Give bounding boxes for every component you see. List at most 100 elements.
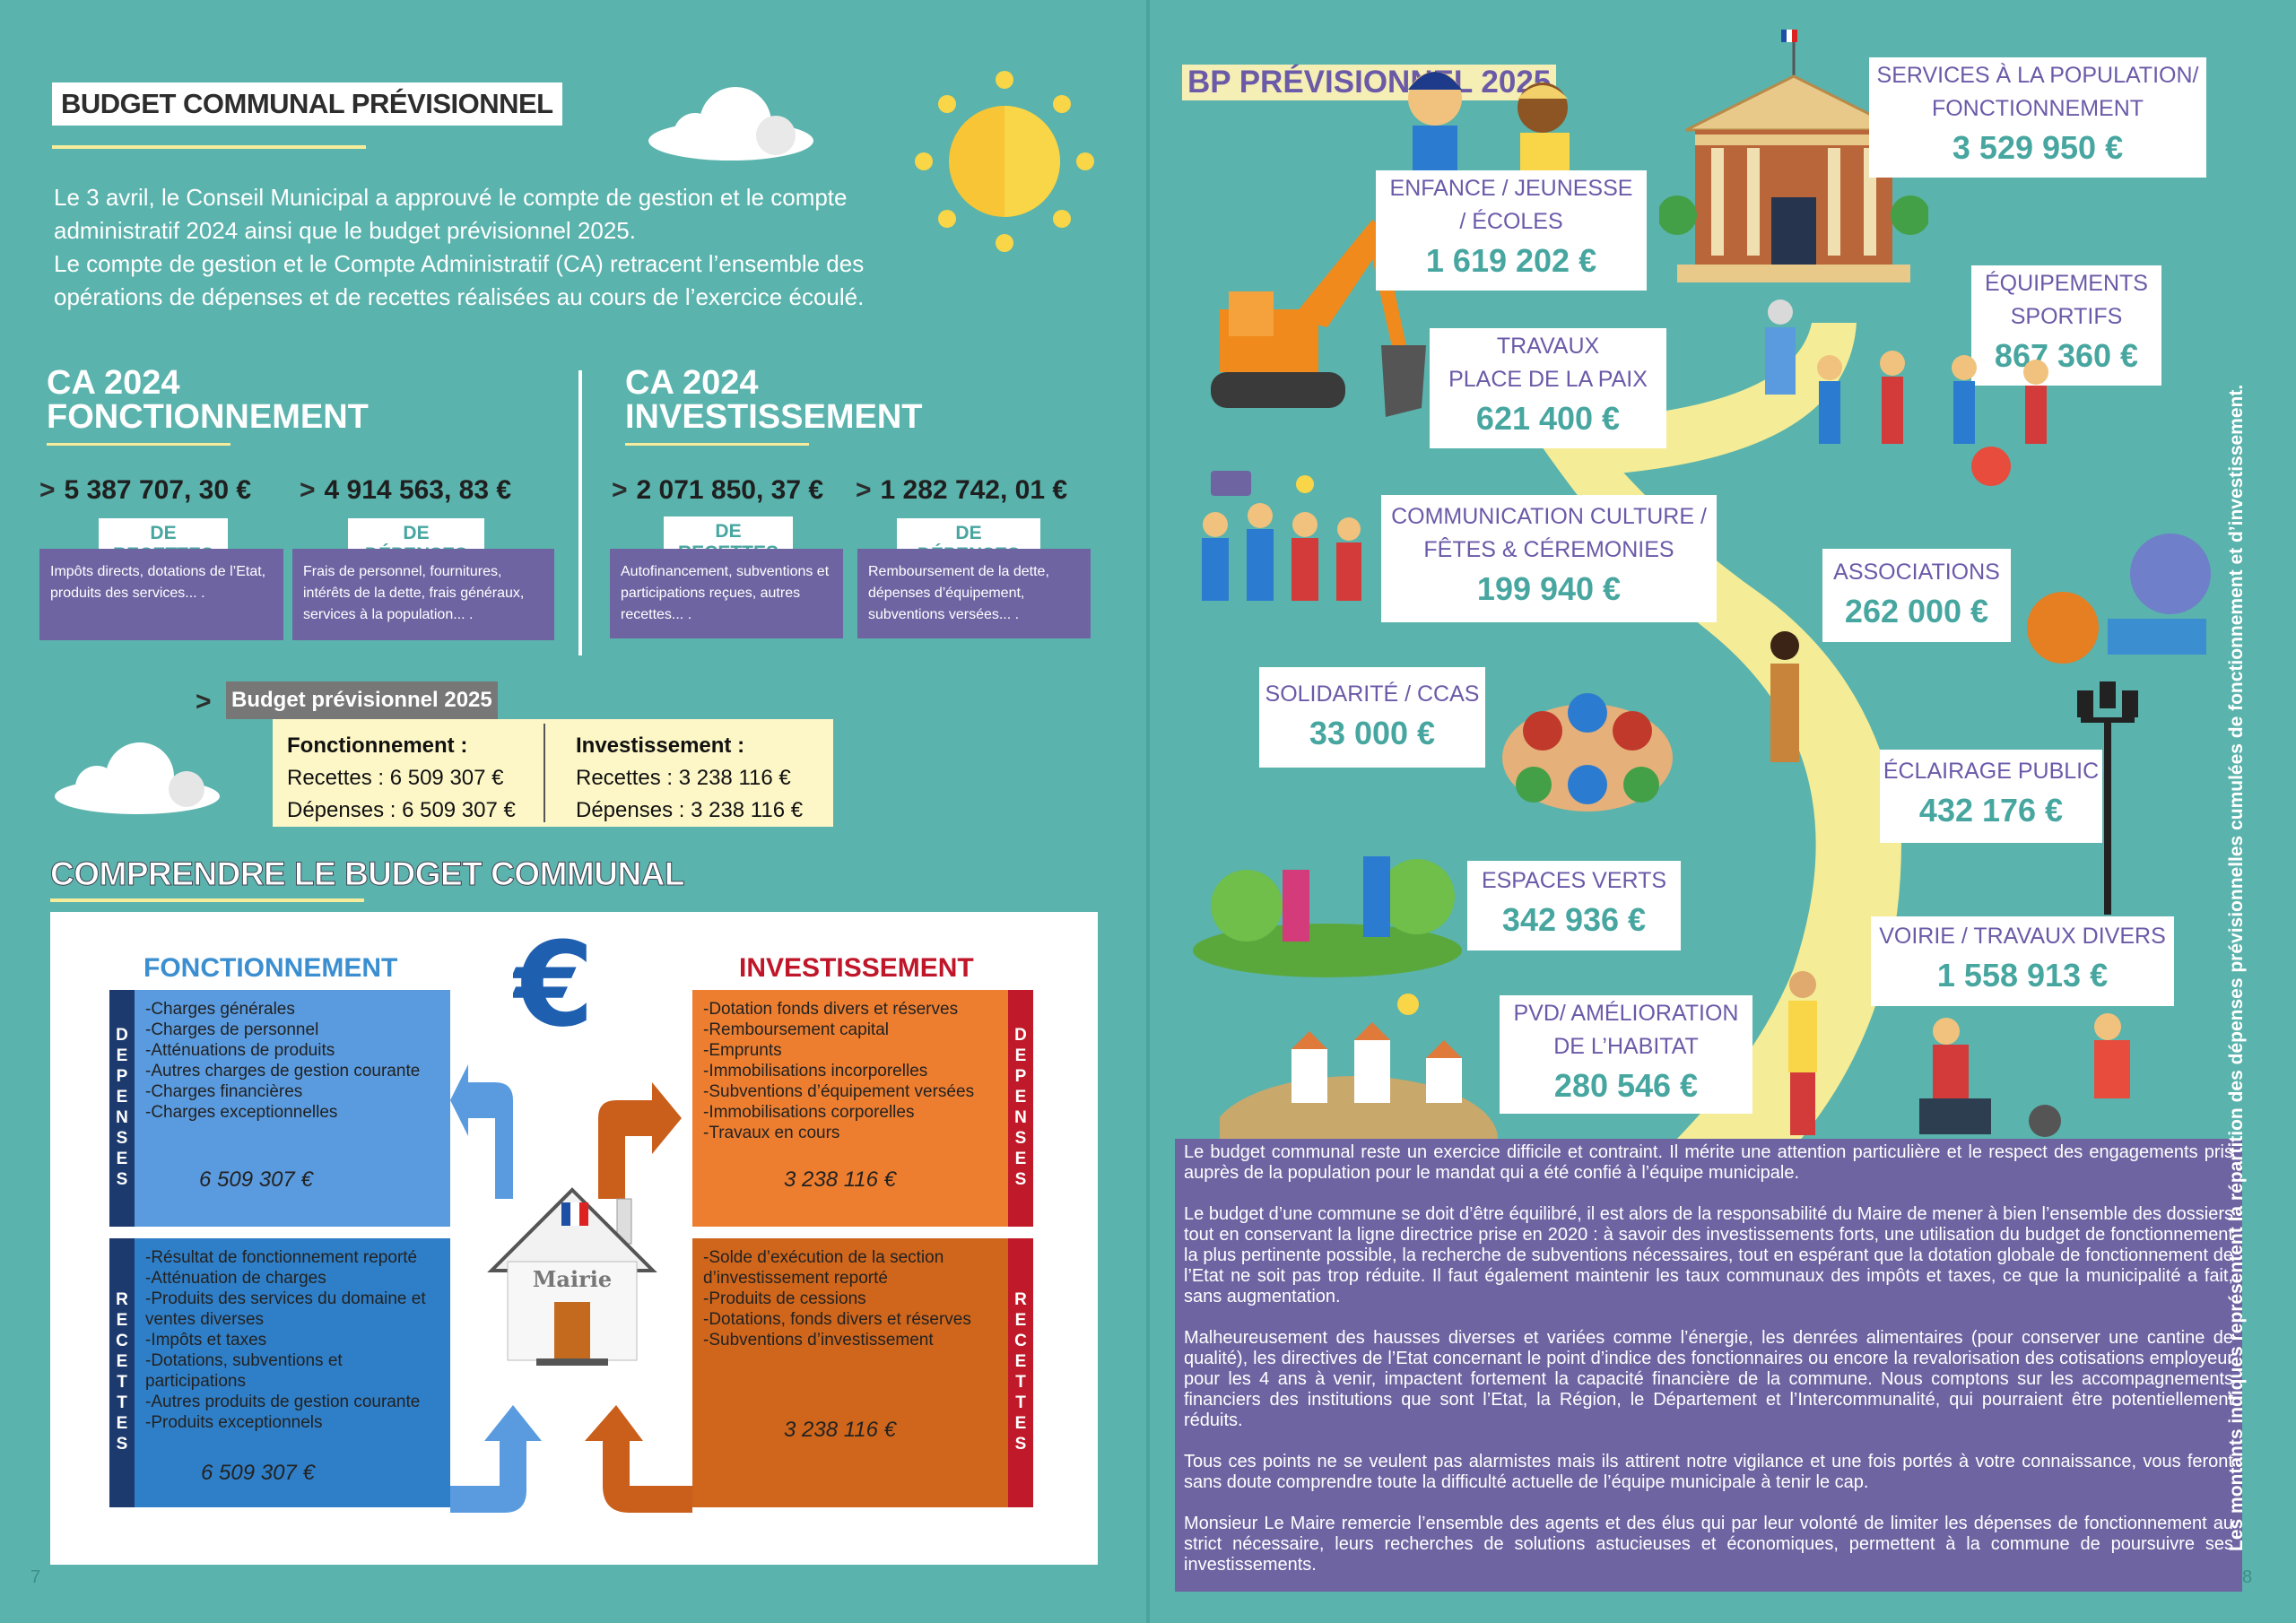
amount-value: 5 387 707, 30 € (64, 475, 252, 505)
paragraph: Monsieur Le Maire remercie l’ensemble de… (1184, 1514, 2233, 1575)
card-travaux-place-paix: TRAVAUX PLACE DE LA PAIX 621 400 € (1430, 328, 1666, 448)
list-item: -Atténuations de produits (145, 1041, 335, 1060)
budget-diagram: FONCTIONNEMENT INVESTISSEMENT € DEPENSES… (50, 912, 1098, 1565)
vbar-text: RECETTES (112, 1290, 132, 1455)
ca-fonct-depenses-amount: >4 914 563, 83 € (300, 475, 511, 506)
list-item: -Dotations, subventions et participation… (145, 1351, 343, 1391)
budget-explanation: Le budget communal reste un exercice dif… (1175, 1139, 2242, 1592)
card-amount: 1 558 913 € (1936, 957, 2109, 994)
bp2025-invest: Investissement : Recettes : 3 238 116 € … (576, 730, 803, 827)
fonct-depenses-total: 6 509 307 € (199, 1167, 313, 1192)
ca-invest-recettes-desc: Autofinancement, subventions et particip… (610, 549, 843, 638)
card-solidarite-ccas: SOLIDARITÉ / CCAS 33 000 € (1259, 667, 1485, 768)
list-item: -Emprunts (703, 1041, 782, 1060)
person-walking-icon (1770, 631, 1799, 762)
ca-fonct-heading: CA 2024 FONCTIONNEMENT (47, 366, 369, 434)
card-label: ÉQUIPEMENTS (1985, 271, 2148, 296)
bp2025-fonct-title: Fonctionnement : (287, 733, 468, 758)
list-item: -Charges financières (145, 1082, 303, 1101)
comprendre-heading: COMPRENDRE LE BUDGET COMMUNAL (50, 855, 685, 893)
gardening-icon (1193, 856, 1462, 977)
card-amount: 867 360 € (1994, 337, 2139, 374)
ca-fonct-heading-line2: FONCTIONNEMENT (47, 398, 369, 436)
list-item: -Immobilisations corporelles (703, 1103, 915, 1122)
ca-invest-depenses-amount: >1 282 742, 01 € (856, 475, 1067, 506)
list-item: -Produits exceptionnels (145, 1413, 323, 1432)
sports-people-icon (1817, 351, 2048, 486)
vbar-text: RECETTES (1011, 1290, 1031, 1455)
list-item: -Subventions d’investissement (703, 1331, 934, 1350)
card-label: PVD/ AMÉLIORATION (1513, 1001, 1739, 1026)
bp2025-fonct-recettes: Recettes : 6 509 307 € (287, 766, 504, 790)
list-item: -Dotations, fonds divers et réserves (703, 1310, 971, 1329)
ca-invest-heading: CA 2024 INVESTISSEMENT (625, 366, 923, 434)
associations-icon (2027, 534, 2211, 664)
side-note: Les montants indiqués représentent la ré… (2226, 384, 2247, 1551)
card-equipements-sportifs: ÉQUIPEMENTS SPORTIFS 867 360 € (1971, 265, 2161, 386)
list-item: -Impôts et taxes (145, 1331, 267, 1350)
ca-invest-underline (625, 443, 809, 446)
card-amount: 432 176 € (1918, 792, 2064, 829)
list-item: -Autres charges de gestion courante (145, 1062, 421, 1081)
invest-recettes-box: -Solde d’exécution de la section d’inves… (692, 1238, 1008, 1507)
card-espaces-verts: ESPACES VERTS 342 936 € (1467, 861, 1681, 950)
list-item: -Produits de cessions (703, 1289, 866, 1308)
page-title: BUDGET COMMUNAL PRÉVISIONNEL (52, 82, 562, 126)
title-underline (52, 145, 366, 149)
list-item: -Atténuation de charges (145, 1269, 326, 1288)
fonct-recettes-total: 6 509 307 € (201, 1461, 315, 1485)
ca-invest-heading-line2: INVESTISSEMENT (625, 398, 923, 436)
intro-line: Le 3 avril, le Conseil Municipal a appro… (54, 184, 848, 211)
town-buildings-icon (1220, 994, 1498, 1139)
flow-arrows (450, 1064, 692, 1513)
ca-invest-heading-line1: CA 2024 (625, 364, 759, 402)
card-enfance-jeunesse: ENFANCE / JEUNESSE / ÉCOLES 1 619 202 € (1376, 170, 1647, 291)
list-item: -Charges générales (145, 1000, 295, 1019)
arrow-to-fonct-depenses (450, 1064, 513, 1199)
mairie-house-icon: Mairie (487, 1187, 657, 1366)
card-pvd-habitat: PVD/ AMÉLIORATION DE L’HABITAT 280 546 € (1500, 995, 1752, 1114)
card-voirie-travaux: VOIRIE / TRAVAUX DIVERS 1 558 913 € (1871, 916, 2174, 1006)
fonct-depenses-box: -Charges générales -Charges de personnel… (135, 990, 450, 1227)
intro-line: Le compte de gestion et le Compte Admini… (54, 250, 865, 277)
card-label: ÉCLAIRAGE PUBLIC (1883, 759, 2100, 784)
invest-depenses-box: -Dotation fonds divers et réserves -Remb… (692, 990, 1008, 1227)
intro-line: administratif 2024 ainsi que le budget p… (54, 217, 636, 244)
ca-fonct-heading-line1: CA 2024 (47, 364, 180, 402)
arrow-to-invest-depenses (598, 1082, 682, 1199)
bp2025-invest-recettes: Recettes : 3 238 116 € (576, 766, 791, 790)
card-label: VOIRIE / TRAVAUX DIVERS (1879, 924, 2166, 949)
invest-depenses-total: 3 238 116 € (784, 1167, 897, 1192)
invest-recettes-list: -Solde d’exécution de la section d’inves… (703, 1247, 997, 1350)
list-item: -Charges exceptionnelles (145, 1103, 338, 1122)
list-item: -Autres produits de gestion courante (145, 1393, 421, 1411)
card-label: PLACE DE LA PAIX (1448, 367, 1648, 392)
list-item: -Remboursement capital (703, 1020, 889, 1039)
diagram-invest-title: INVESTISSEMENT (739, 953, 974, 983)
card-amount: 199 940 € (1476, 570, 1622, 607)
page-number-right: 8 (2242, 1567, 2253, 1587)
vbar-text: DEPENSES (112, 1026, 132, 1191)
bp2025-label: Budget prévisionnel 2025 (226, 681, 498, 719)
bp2025-box: Fonctionnement : Recettes : 6 509 307 € … (273, 719, 833, 827)
fonct-recettes-list: -Résultat de fonctionnement reporté -Att… (145, 1247, 439, 1433)
paragraph: Malheureusement des hausses diverses et … (1184, 1328, 2233, 1430)
bp2025-title: BP PRÉVISIONNEL 2025 (1182, 65, 1557, 100)
vbar-fonct-recettes: RECETTES (109, 1238, 135, 1507)
card-label: / ÉCOLES (1459, 209, 1563, 234)
list-item: -Immobilisations incorporelles (703, 1062, 928, 1081)
card-label: TRAVAUX (1496, 334, 1600, 359)
card-label: ENFANCE / JEUNESSE (1389, 176, 1633, 201)
card-amount: 1 619 202 € (1425, 242, 1597, 279)
ca-fonct-underline (47, 443, 230, 446)
ca-invest-depenses-desc: Remboursement de la dette, dépenses d’éq… (857, 549, 1091, 638)
card-label: SERVICES À LA POPULATION/ (1876, 63, 2199, 88)
person-standing-icon (1788, 971, 1817, 1135)
ca-fonct-recettes-amount: >5 387 707, 30 € (39, 475, 251, 506)
paragraph: Tous ces points ne se veulent pas alarmi… (1184, 1452, 2233, 1492)
ca-invest-recettes-amount: >2 071 850, 37 € (612, 475, 823, 506)
list-item: -Charges de personnel (145, 1020, 319, 1039)
page-number-left: 7 (30, 1567, 41, 1587)
street-lamp-icon (2077, 681, 2138, 915)
amount-value: 2 071 850, 37 € (636, 475, 824, 505)
